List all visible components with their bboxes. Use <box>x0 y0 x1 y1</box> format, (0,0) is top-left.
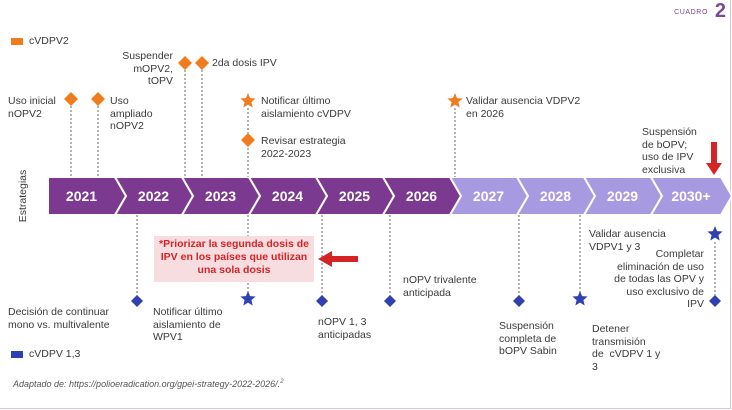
year-label-2028: 2028 <box>540 188 571 204</box>
orange-star-validar-vdpv2 <box>447 93 463 108</box>
blue-star-notificar-wpv1 <box>240 291 256 306</box>
event-nopv-1-3: nOPV 1, 3 anticipadas <box>318 316 372 341</box>
event-suspender: Suspender mOPV2, tOPV <box>122 50 173 87</box>
year-label-2021: 2021 <box>66 188 97 204</box>
year-label-2030plus: 2030+ <box>671 188 710 204</box>
orange-diamond-2da-dosis <box>195 56 209 70</box>
axis-label-estrategias: Estrategias <box>17 169 29 223</box>
event-decision-mono-multivalente: Decisión de continuar mono vs. multivale… <box>8 306 110 331</box>
orange-diamond-uso-inicial <box>64 92 78 106</box>
legend-swatch-cvdpv2 <box>11 38 23 45</box>
source-citation: Adaptado de: https://polioeradication.or… <box>13 379 284 389</box>
note-text: *Priorizar la segunda dosis de IPV en lo… <box>159 238 309 276</box>
timeline-segment-2030plus <box>649 176 732 216</box>
event-completar-eliminacion: Completar eliminación de uso de todas la… <box>614 248 704 310</box>
blue-diamond-suspension-sabin <box>513 295 525 307</box>
event-nopv-trivalente: nOPV trivalente anticipada <box>403 274 477 299</box>
year-label-2026: 2026 <box>406 188 437 204</box>
blue-diamond-completar <box>709 295 721 307</box>
event-validar-vdpv1-3: Validar ausencia VDPV1 y 3 <box>589 228 666 253</box>
event-suspension-bopv: Suspensión de bOPV; uso de IPV exclusiva <box>642 126 697 176</box>
legend-swatch-cvdpv13 <box>11 351 23 358</box>
event-notificar-cvdpv: Notificar último aislamiento cVDPV <box>261 95 351 120</box>
year-label-2022: 2022 <box>138 188 169 204</box>
event-uso-inicial: Uso inicial nOPV2 <box>8 95 56 120</box>
blue-diamond-nopv-trivalente <box>384 295 396 307</box>
blue-diamond-nopv13 <box>316 295 328 307</box>
event-suspension-sabin: Suspensión completa de bOPV Sabin <box>499 320 557 357</box>
red-arrow-left-note <box>318 251 358 267</box>
orange-diamond-revisar <box>241 133 255 147</box>
legend-label-cvdpv2: cVDPV2 <box>29 35 69 47</box>
year-label-2029: 2029 <box>607 188 638 204</box>
blue-diamond-decision <box>131 295 143 307</box>
event-revisar-estrategia: Revisar estrategia 2022-2023 <box>261 135 346 160</box>
box-label: CUADRO <box>674 9 708 16</box>
year-label-2025: 2025 <box>339 188 370 204</box>
event-segunda-dosis-ipv: 2da dosis IPV <box>212 57 277 69</box>
orange-star-notificar-cvdpv <box>240 93 256 108</box>
box-number: 2 <box>714 0 726 22</box>
year-label-2024: 2024 <box>272 188 303 204</box>
red-arrow-down-2030 <box>706 142 722 175</box>
event-uso-ampliado: Uso ampliado nOPV2 <box>110 95 153 132</box>
blue-star-detener <box>572 291 588 306</box>
orange-diamond-uso-ampliado <box>91 92 105 106</box>
legend-label-cvdpv13: cVDPV 1,3 <box>29 348 81 360</box>
event-detener-transmision: Detener transmisión de cVDPV 1 y 3 <box>592 323 661 373</box>
year-label-2023: 2023 <box>205 188 236 204</box>
note-box <box>154 236 314 282</box>
year-label-2027: 2027 <box>473 188 504 204</box>
event-validar-vdpv2: Validar ausencia VDPV2 en 2026 <box>466 95 581 120</box>
blue-star-validar-vdpv13 <box>707 226 723 241</box>
orange-diamond-suspender <box>178 56 192 70</box>
event-notificar-wpv1: Notificar último aislamiento de WPV1 <box>153 306 223 343</box>
